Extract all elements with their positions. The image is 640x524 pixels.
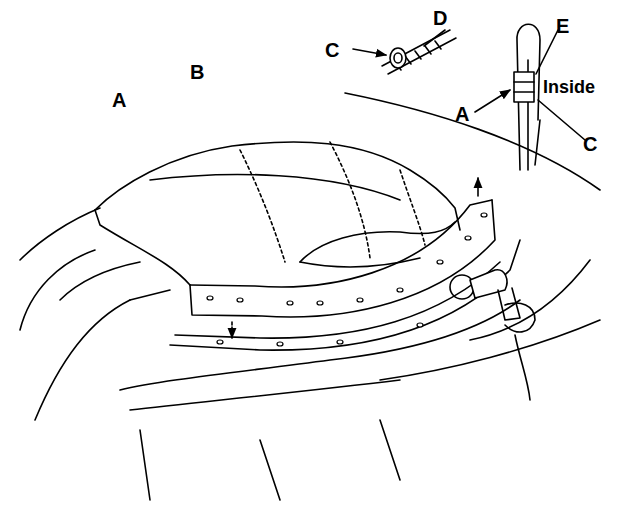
callout-letter: E (556, 16, 569, 36)
callout-letter: A (112, 90, 126, 110)
callout-letter: A (455, 104, 469, 124)
callout-letter: C (583, 134, 597, 154)
callout-letter: C (325, 40, 339, 60)
callout-letter: Inside (543, 78, 595, 96)
callout-letter: D (433, 8, 447, 28)
callout-letter: B (190, 62, 204, 82)
